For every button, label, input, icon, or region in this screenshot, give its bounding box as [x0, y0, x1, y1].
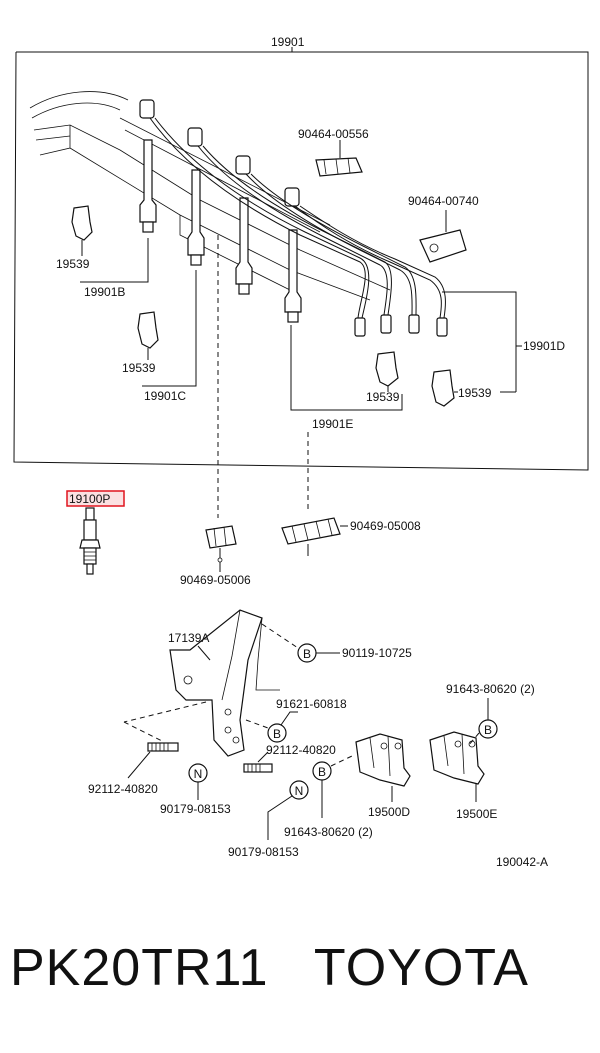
plug-cap-4: [431, 369, 458, 407]
clamp-top-label: 90464-00556: [298, 127, 369, 141]
plug-cap-4-label: 19539: [458, 386, 492, 400]
svg-text:N: N: [194, 767, 203, 781]
clamp-left-lower-label: 90469-05006: [180, 573, 251, 587]
plug-cap-2-label: 19539: [122, 361, 156, 375]
stud-right: [243, 751, 273, 773]
nut-left-label: 90179-08153: [160, 802, 231, 816]
nut-left-bubble: N: [188, 763, 208, 800]
svg-text:B: B: [484, 723, 492, 737]
plug-cap-1: [71, 205, 93, 256]
bolt-top-label: 90119-10725: [342, 646, 412, 660]
clamp-right: [419, 210, 467, 263]
svg-text:B: B: [318, 765, 326, 779]
bracket: [169, 609, 280, 757]
spark-plug-label: 19100P: [69, 492, 110, 506]
coil-d: [355, 733, 411, 802]
stud-right-label: 92112-40820: [266, 743, 336, 757]
cord-c-label: 19901C: [144, 389, 186, 403]
plug-cap-3: [375, 351, 399, 392]
guide-bracket-left: [123, 701, 207, 723]
clamp-right-lower: [281, 517, 348, 556]
drawing-id: 190042-A: [496, 855, 548, 869]
bolt-top-bubble: B: [297, 643, 340, 663]
svg-text:B: B: [273, 727, 281, 741]
bolt-bottom-label: 91643-80620 (2): [284, 825, 373, 839]
footer-part-text: PK20TR11 TOYOTA: [10, 939, 529, 997]
plug-cap-3-label: 19539: [366, 390, 400, 404]
cord-d-leader: [442, 291, 522, 392]
svg-text:N: N: [295, 784, 304, 798]
svg-text:B: B: [303, 647, 311, 661]
stud-left: [127, 742, 179, 779]
assembly-label: 19901: [271, 35, 305, 49]
ignition-cord-boots: [139, 99, 302, 323]
bolt-mid-label: 91621-60818: [276, 697, 347, 711]
assembly-frame: [13, 47, 589, 471]
cord-c-leader: [142, 270, 197, 387]
guide-bolt-top: [261, 623, 299, 649]
bracket-label: 17139A: [168, 631, 209, 645]
bolt-mid-bubble: B: [267, 711, 298, 743]
clamp-right-label: 90464-00740: [408, 194, 479, 208]
spark-plug-highlight: [66, 490, 125, 507]
cord-b-leader: [80, 238, 149, 283]
coil-e: [429, 731, 485, 802]
stud-left-label: 92112-40820: [88, 782, 158, 796]
clamp-left-lower: [205, 525, 237, 572]
clamp-top: [315, 140, 363, 177]
nut-bottom-bubble: N: [267, 780, 309, 840]
bolt-bottom-bubble: B: [312, 755, 353, 818]
ignition-cords: [149, 117, 448, 337]
cylinder-head: [29, 91, 391, 301]
coil-e-label: 19500E: [456, 807, 497, 821]
cord-b-label: 19901B: [84, 285, 125, 299]
cord-d-label: 19901D: [523, 339, 565, 353]
plug-cap-1-label: 19539: [56, 257, 90, 271]
clamp-right-lower-label: 90469-05008: [350, 519, 421, 533]
bolt-right-bubble: B: [467, 698, 498, 747]
cord-e-leader: [290, 325, 403, 411]
bolt-right-label: 91643-80620 (2): [446, 682, 535, 696]
spark-plug: [79, 507, 101, 575]
coil-d-label: 19500D: [368, 805, 410, 819]
cord-e-label: 19901E: [312, 417, 353, 431]
guide-bracket-stud: [123, 721, 165, 743]
nut-bottom-label: 90179-08153: [228, 845, 299, 859]
plug-cap-2: [137, 311, 159, 360]
guide-bolt-mid: [245, 719, 269, 729]
